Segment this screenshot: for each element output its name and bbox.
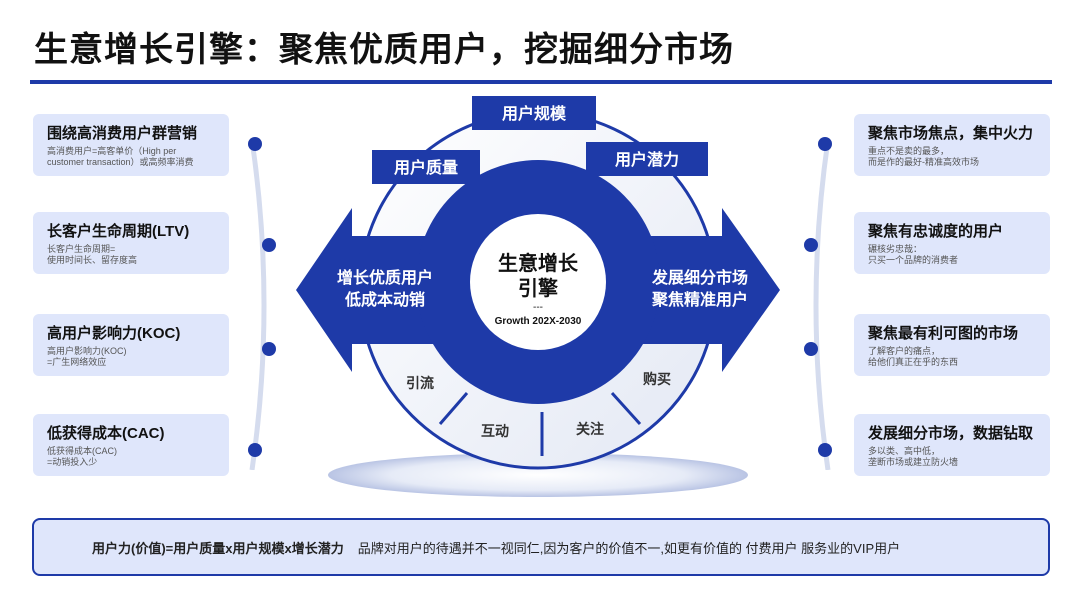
card-title: 长客户生命周期(LTV)	[47, 223, 190, 240]
segment-divider-3	[610, 391, 642, 426]
right-dot-1	[818, 137, 832, 151]
right-bracket	[813, 140, 831, 470]
left-dot-4	[248, 443, 262, 457]
left-card-1: 围绕高消费用户群营销 高消费用户=高客单价（High per customer …	[33, 114, 229, 176]
left-card-4: 低获得成本(CAC) 低获得成本(CAC) =动销投入少	[33, 414, 229, 476]
formula-bar: 用户力(价值)=用户质量x用户规模x增长潜力 品牌对用户的待遇并不一视同仁,因为…	[32, 518, 1050, 576]
card-desc: 了解客户的痛点， 给他们真正在乎的东西	[868, 346, 959, 367]
left-dot-2	[262, 238, 276, 252]
card-desc: 多以类、高中低， 垄断市场或建立防火墙	[868, 446, 959, 467]
segment-hudong: 互动	[481, 423, 509, 439]
arrow-right-line2: 聚焦精准用户	[651, 290, 748, 309]
label-scale: 用户规模	[502, 104, 567, 123]
right-dot-4	[818, 443, 832, 457]
card-desc: 长客户生命周期= 使用时间长、留存度高	[47, 244, 138, 265]
center-sub: Growth 202X-2030	[495, 316, 582, 327]
card-title: 低获得成本(CAC)	[47, 425, 165, 442]
card-desc: 低获得成本(CAC) =动销投入少	[47, 446, 117, 467]
page-title: 生意增长引擎：聚焦优质用户，挖掘细分市场	[34, 31, 734, 69]
center-line2: 引擎	[518, 276, 558, 300]
right-card-1: 聚焦市场焦点，集中火力 重点不是卖的最多， 而是作的最好-精准高效市场	[854, 114, 1050, 176]
left-dot-1	[248, 137, 262, 151]
center-line1: 生意增长	[498, 251, 579, 275]
segment-goumai: 购买	[643, 371, 671, 387]
label-box-potential	[586, 142, 708, 176]
segment-yinliu: 引流	[406, 375, 434, 391]
right-card-3: 聚焦最有利可图的市场 了解客户的痛点， 给他们真正在乎的东西	[854, 314, 1050, 376]
left-dot-3	[262, 342, 276, 356]
segment-guanzhu: 关注	[576, 421, 604, 437]
inner-circle	[470, 214, 606, 350]
card-title: 聚焦最有利可图的市场	[868, 325, 1019, 342]
segment-divider-1	[438, 392, 469, 425]
card-title: 围绕高消费用户群营销	[47, 125, 198, 142]
arrow-left-line1: 增长优质用户	[337, 268, 433, 287]
card-desc: 重点不是卖的最多， 而是作的最好-精准高效市场	[868, 146, 979, 167]
right-card-2: 聚焦有忠诚度的用户 碾核劣忠哉： 只买一个品牌的消费者	[854, 212, 1050, 274]
card-title: 聚焦有忠诚度的用户	[868, 223, 1004, 240]
label-quality: 用户质量	[394, 158, 458, 177]
arrow-right-line1: 发展细分市场	[651, 268, 748, 287]
label-box-scale	[472, 96, 596, 130]
card-title: 发展细分市场，数据钻取	[868, 425, 1034, 442]
arrow-left-line2: 低成本动销	[344, 290, 425, 309]
card-title: 聚焦市场焦点，集中火力	[868, 125, 1034, 142]
right-dot-3	[804, 342, 818, 356]
title-underline	[30, 80, 1052, 84]
right-dot-2	[804, 238, 818, 252]
formula-text: 用户力(价值)=用户质量x用户规模x增长潜力	[92, 540, 344, 556]
card-desc: 高消费用户=高客单价（High per customer transaction…	[47, 146, 194, 167]
label-potential: 用户潜力	[615, 150, 679, 169]
left-bracket	[249, 140, 267, 470]
card-title: 高用户影响力(KOC)	[47, 325, 181, 342]
formula-explanation: 品牌对用户的待遇并不一视同仁,因为客户的价值不一,如更有价值的 付费用户 服务业…	[357, 540, 901, 556]
center-dashes: ---	[533, 302, 543, 313]
left-card-3: 高用户影响力(KOC) 高用户影响力(KOC) =广生网络效应	[33, 314, 229, 376]
pedestal-ellipse	[328, 453, 748, 497]
label-box-quality	[372, 150, 480, 184]
left-card-2: 长客户生命周期(LTV) 长客户生命周期= 使用时间长、留存度高	[33, 212, 229, 274]
right-card-4: 发展细分市场，数据钻取 多以类、高中低， 垄断市场或建立防火墙	[854, 414, 1050, 476]
card-desc: 高用户影响力(KOC) =广生网络效应	[47, 346, 127, 367]
card-desc: 碾核劣忠哉： 只买一个品牌的消费者	[868, 244, 959, 265]
